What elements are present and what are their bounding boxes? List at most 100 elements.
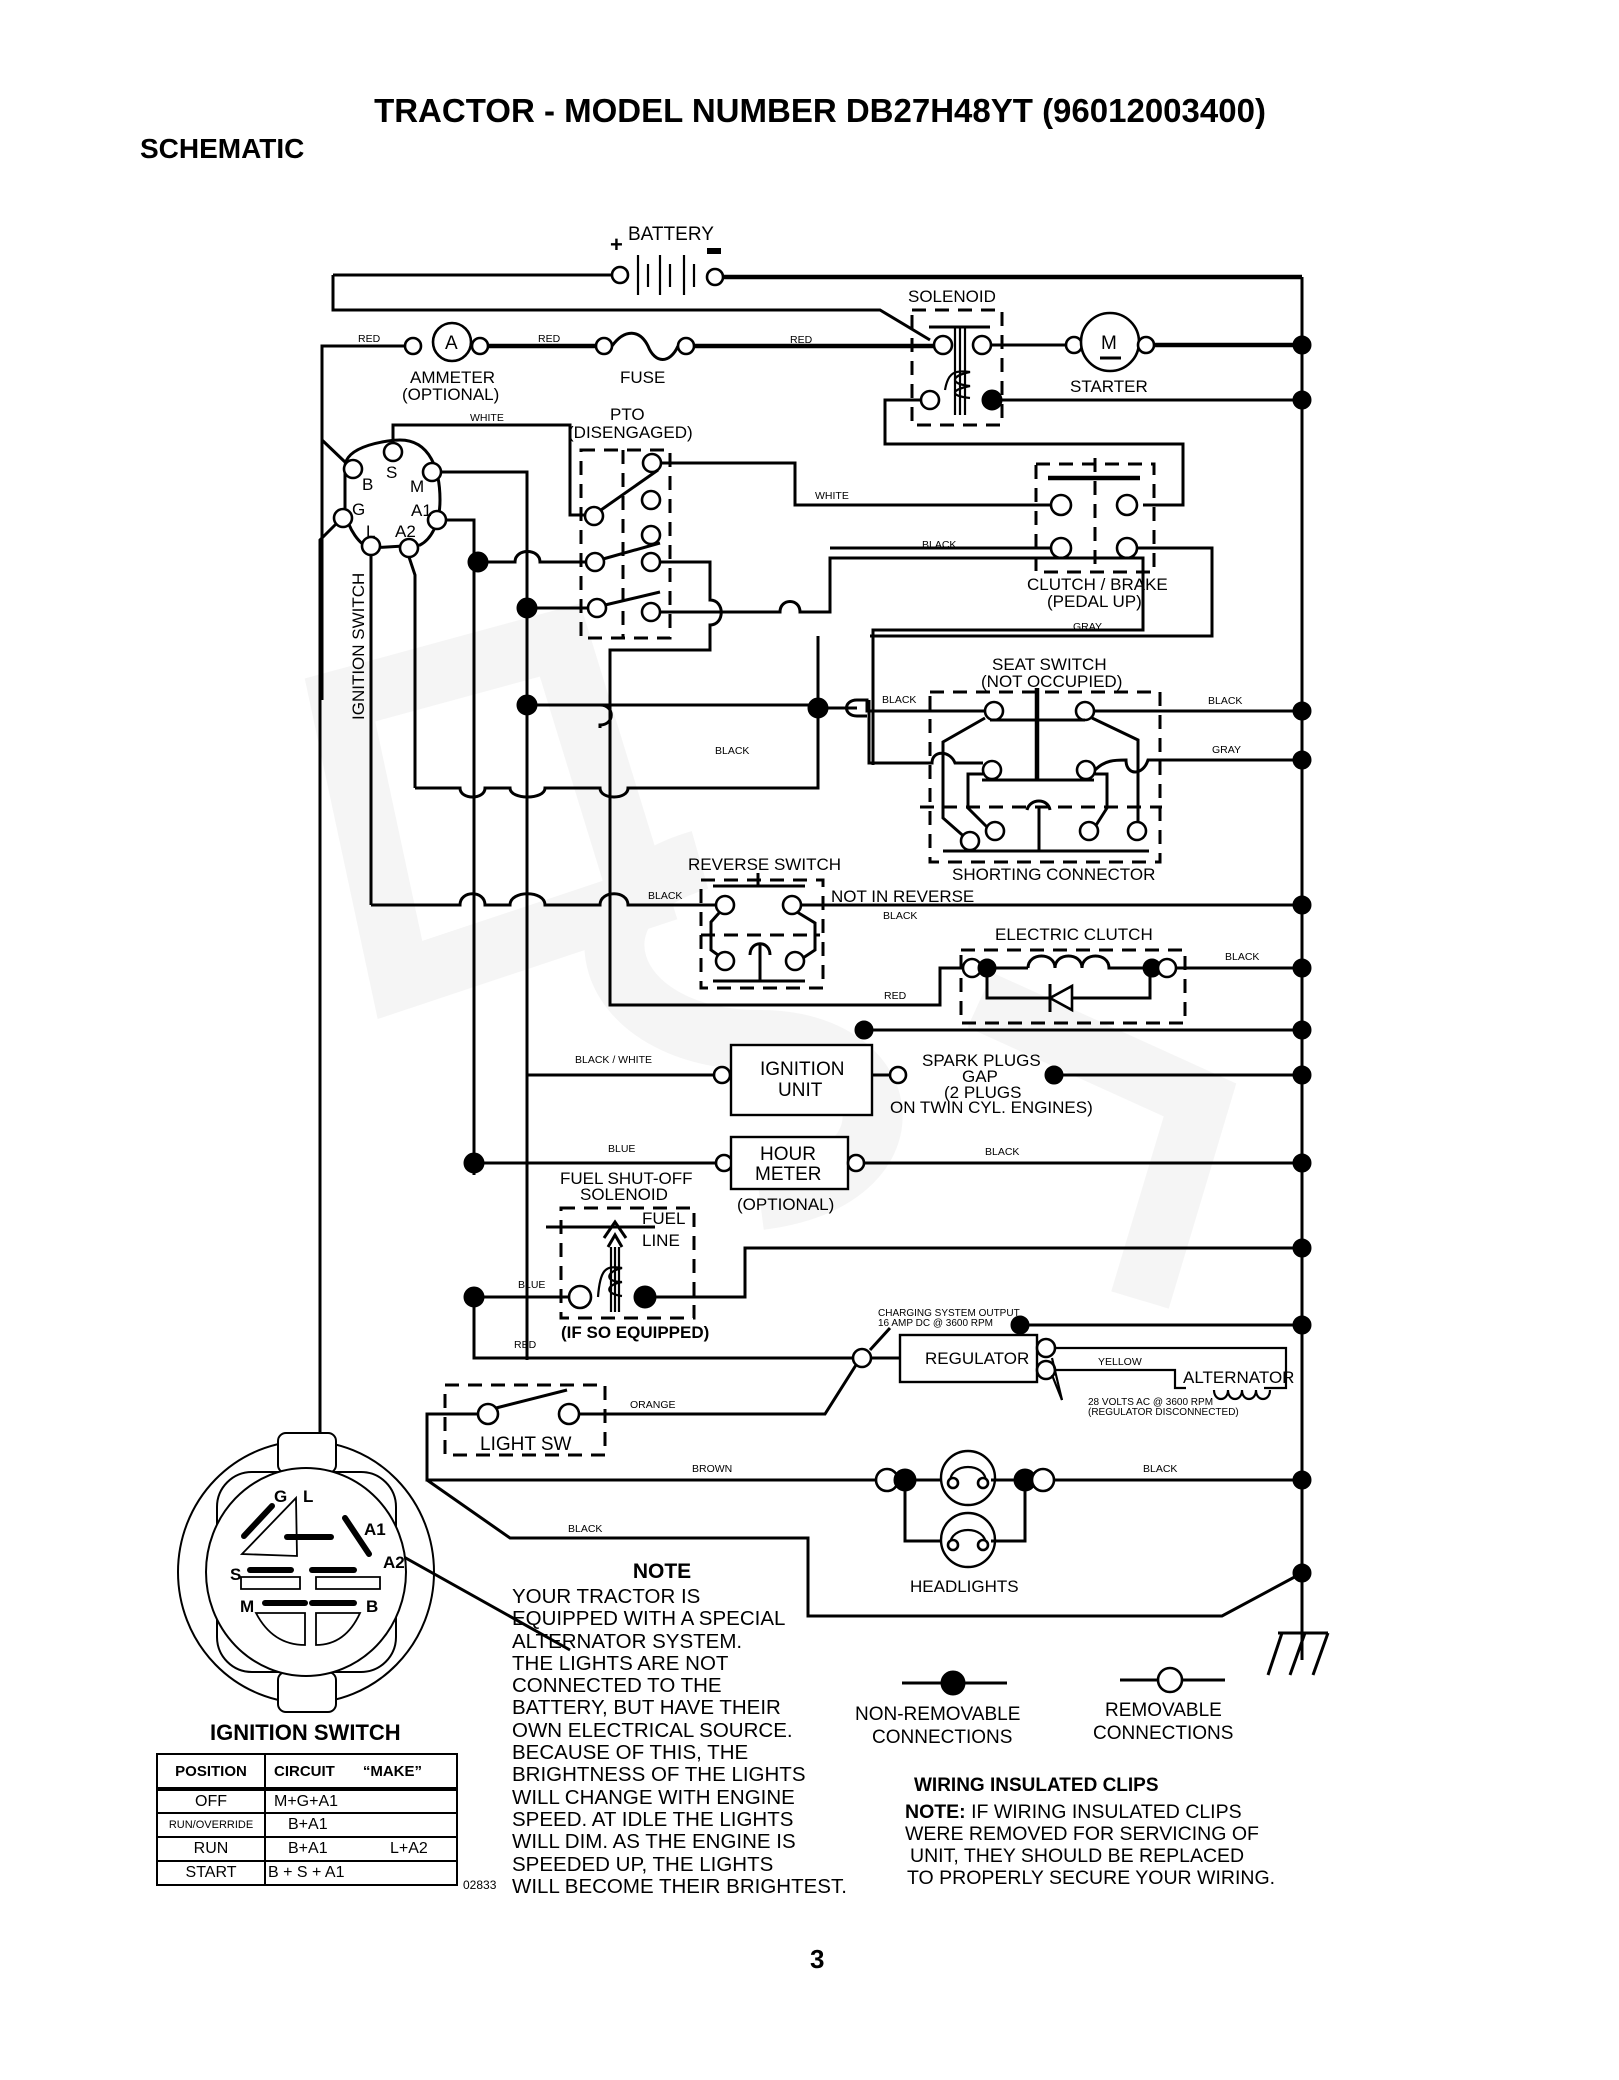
pto-state-label: (DISENGAGED): [568, 423, 693, 442]
note-line: WILL CHANGE WITH ENGINE: [512, 1785, 795, 1809]
table-header: POSITION: [156, 1753, 266, 1790]
detail-label: M: [240, 1597, 254, 1616]
wire-label: GRAY: [1073, 621, 1102, 633]
solenoid: SOLENOID: [908, 287, 1004, 427]
page-number: 3: [810, 1944, 825, 1974]
alternator-volts-label-2: (REGULATOR DISCONNECTED): [1088, 1407, 1239, 1418]
regulator: CHARGING SYSTEM OUTPUT 16 AMP DC @ 3600 …: [851, 1308, 1064, 1401]
wire-label: GRAY: [1212, 744, 1241, 756]
fuel-solenoid-label: FUEL SHUT-OFF: [560, 1169, 693, 1188]
wire-label: WHITE: [470, 412, 504, 424]
page-title: TRACTOR - MODEL NUMBER DB27H48YT (960120…: [374, 92, 1266, 129]
wire-label: BLACK: [882, 694, 916, 706]
wiring-clips-block: WIRING INSULATED CLIPS NOTE: IF WIRING I…: [905, 1775, 1345, 1889]
wire-label: RED: [514, 1339, 537, 1351]
clips-line: WERE REMOVED FOR SERVICING OF: [905, 1823, 1259, 1845]
table-row: RUN B+A1 L+A2: [156, 1836, 458, 1862]
legend-label: NON-REMOVABLE: [855, 1704, 1020, 1725]
fuel-solenoid-label-2: SOLENOID: [580, 1185, 668, 1204]
table-cell: B+A1: [265, 1812, 370, 1838]
table-cell: M+G+A1: [265, 1788, 370, 1814]
wire-label: BLACK: [883, 910, 917, 922]
ammeter: RED A AMMETER (OPTIONAL): [320, 321, 499, 700]
clips-title: WIRING INSULATED CLIPS: [914, 1775, 1159, 1796]
note-line: BATTERY, BUT HAVE THEIR: [512, 1696, 781, 1720]
wire-label: BLACK: [1143, 1463, 1177, 1475]
table-header-circuit: CIRCUIT: [274, 1762, 335, 1780]
spark-gap-label: GAP: [962, 1067, 998, 1086]
terminal-b: [342, 458, 364, 480]
note-line: YOUR TRACTOR IS: [512, 1585, 701, 1608]
ignition-switch-schematic: B S M G A1 L A2 IGNITION SWITCH: [332, 438, 448, 720]
regulator-label: REGULATOR: [925, 1349, 1029, 1368]
fuel-line-label: FUEL: [642, 1209, 685, 1228]
shorting-connector-label: SHORTING CONNECTOR: [952, 865, 1155, 884]
spark-count-label: (2 PLUGS: [944, 1083, 1021, 1102]
reverse-switch-label: REVERSE SWITCH: [688, 855, 841, 874]
clutch-brake-label: CLUTCH / BRAKE: [1027, 575, 1168, 594]
wire-label: YELLOW: [1098, 1356, 1142, 1368]
note-line: SPEED. AT IDLE THE LIGHTS: [512, 1807, 794, 1831]
note-line: CONNECTED TO THE: [512, 1674, 722, 1698]
table-cell: START: [156, 1860, 266, 1886]
ignition-switch-vertical-label: IGNITION SWITCH: [349, 573, 368, 720]
clutch-brake-switch: CLUTCH / BRAKE (PEDAL UP): [1027, 458, 1168, 611]
ammeter-symbol: A: [445, 333, 458, 354]
table-row: OFF M+G+A1: [156, 1788, 458, 1814]
wire-label: BLACK: [1208, 695, 1242, 707]
battery-plus-icon: +: [610, 232, 623, 257]
legend-non-removable: NON-REMOVABLE CONNECTIONS: [855, 1670, 1020, 1748]
legend-removable: REMOVABLE CONNECTIONS: [1093, 1666, 1233, 1744]
starter-symbol: M: [1101, 333, 1117, 354]
seat-switch: SEAT SWITCH (NOT OCCUPIED) SHORTING CONN…: [920, 655, 1162, 884]
detail-label: S: [230, 1565, 241, 1584]
table-cell: OFF: [156, 1788, 266, 1814]
pto-switch: PTO (DISENGAGED): [568, 405, 693, 640]
terminal-g: [332, 507, 354, 529]
fuel-shutoff-solenoid: FUEL SHUT-OFF SOLENOID FUEL LINE (IF SO …: [546, 1169, 709, 1342]
spark-plugs-label: SPARK PLUGS: [922, 1051, 1041, 1070]
table-row: RUN/OVERRIDE B+A1: [156, 1812, 458, 1838]
table-cell: [370, 1788, 458, 1814]
clips-note-label: NOTE:: [905, 1801, 966, 1823]
note-line: WILL BECOME THEIR BRIGHTEST.: [512, 1874, 847, 1898]
terminal-m: [421, 461, 443, 483]
ammeter-label: AMMETER: [410, 368, 495, 387]
spark-engine-label: ON TWIN CYL. ENGINES): [890, 1098, 1093, 1117]
clutch-brake-state-label: (PEDAL UP): [1047, 592, 1142, 611]
table-cell: RUN: [156, 1836, 266, 1862]
battery: BATTERY +: [333, 224, 1302, 295]
wire-label: BLUE: [608, 1143, 635, 1155]
fuel-line-label-2: LINE: [642, 1231, 680, 1250]
terminal-label: B: [362, 475, 373, 494]
ignition-switch-detail: G L A1 S A2 M B: [177, 1432, 435, 1713]
wire-label: BLACK: [1225, 951, 1259, 963]
fuel-equipped-label: (IF SO EQUIPPED): [561, 1323, 709, 1342]
ground-icon: [1266, 1573, 1330, 1676]
table-cell: [370, 1860, 458, 1886]
hour-meter-label: HOUR: [760, 1144, 816, 1165]
detail-label: L: [303, 1487, 313, 1506]
terminal-label: A1: [411, 501, 432, 520]
terminal-label: S: [386, 463, 397, 482]
watermark: [304, 603, 1237, 1309]
wire-label: BLACK / WHITE: [575, 1054, 652, 1066]
hour-meter: HOUR METER (OPTIONAL): [714, 1135, 866, 1214]
detail-label: G: [274, 1487, 287, 1506]
note-line: OWN ELECTRICAL SOURCE.: [512, 1718, 793, 1742]
wire-label: RED: [884, 990, 907, 1002]
wire-label: BLACK: [715, 745, 749, 757]
reverse-switch: REVERSE SWITCH: [688, 855, 841, 990]
table-header: CIRCUIT “MAKE”: [264, 1753, 458, 1790]
wire-label: BLACK: [568, 1523, 602, 1535]
terminal-label: G: [352, 500, 365, 519]
wire-label: WHITE: [815, 490, 849, 502]
solenoid-label: SOLENOID: [908, 287, 996, 306]
clips-line: IF WIRING INSULATED CLIPS: [965, 1801, 1242, 1823]
seat-switch-label: SEAT SWITCH: [992, 655, 1107, 674]
hour-meter-optional-label: (OPTIONAL): [737, 1195, 834, 1214]
terminal-label: A2: [395, 522, 416, 541]
charging-output-label-2: 16 AMP DC @ 3600 RPM: [878, 1318, 993, 1329]
table-header-make: “MAKE”: [362, 1762, 422, 1780]
